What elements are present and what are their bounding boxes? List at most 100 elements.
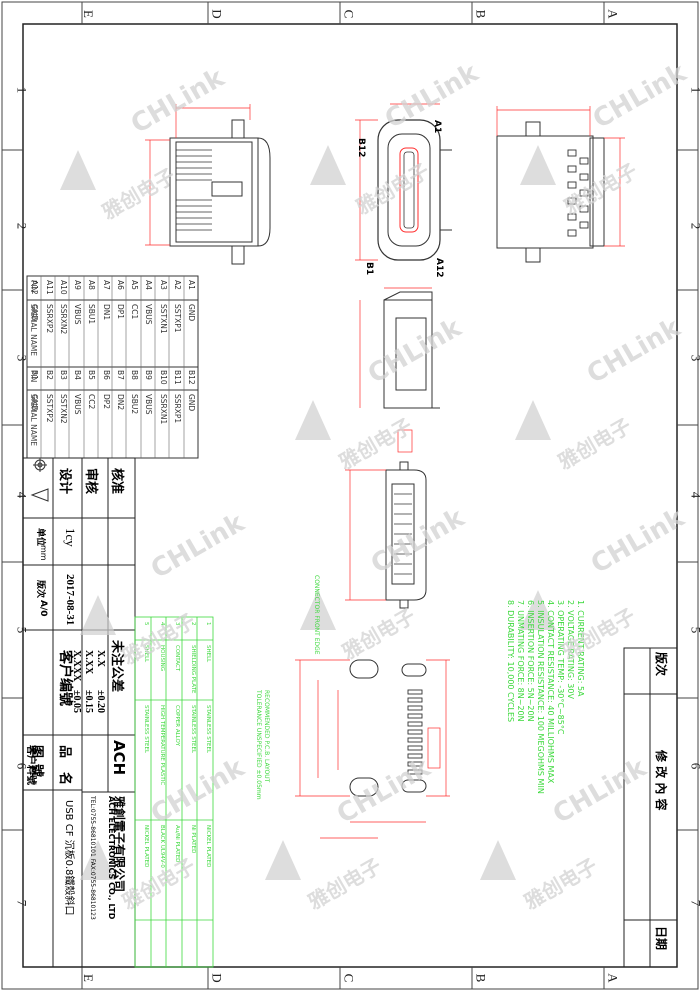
border-number-right: 4 [687, 492, 700, 499]
side-view-top [169, 119, 271, 265]
revision-date-label: 日期 [654, 926, 668, 951]
border-letter-bottom: E [80, 974, 96, 982]
pin-signal: GND [30, 304, 40, 322]
pin-signal: DP2 [101, 394, 111, 410]
tolerance-value: ±0.20 [95, 690, 106, 713]
border-letter-top: C [341, 9, 357, 19]
pin-signal: SSTXN2 [58, 394, 68, 424]
border-letter-top: D [209, 9, 225, 19]
side-view-lower [385, 461, 427, 609]
pin-number: A1 [187, 280, 196, 290]
pin-number: B7 [115, 370, 125, 380]
border-number-right: 2 [687, 223, 700, 230]
pin-number: B8 [130, 370, 139, 380]
note-item: 3. OPERATING TEMP: -30°C~85°C [556, 600, 565, 735]
material-cell: SHELL [205, 645, 211, 663]
watermark-logo-icon [310, 145, 346, 185]
pin-signal: GND [30, 394, 40, 412]
watermark-logo-icon [80, 595, 116, 635]
border-letter-bottom: D [209, 973, 225, 983]
material-cell: 1 [205, 622, 211, 626]
border-letter-bottom: B [473, 973, 489, 983]
pin-signal: SSTXN1 [158, 304, 168, 334]
pin-signal: SBU1 [87, 304, 97, 325]
material-cell: STAINLESS STEEL [205, 705, 211, 754]
approve-label: 核准 [109, 468, 124, 495]
pin-signal: CC1 [130, 304, 139, 320]
designer-value: 1cy [63, 528, 78, 547]
pin-number: B9 [144, 370, 154, 380]
pin-number: A11 [44, 280, 54, 295]
watermark-logo-icon [265, 840, 301, 880]
border-letter-top: B [473, 9, 489, 19]
pin-number: A8 [87, 280, 97, 290]
company-tel: TEL:0755-86810101 FAX:0755-86810123 [89, 796, 96, 920]
pin-number: A9 [73, 280, 82, 290]
company-name-en: ACH ELECTRONICS CO., LTD [107, 796, 116, 920]
company-logo: ACH [110, 740, 128, 776]
pin-signal: SSRXN2 [58, 304, 68, 335]
border-number-right: 7 [687, 900, 700, 907]
material-cell: COPPER ALLOY [174, 705, 180, 746]
watermark-logo-icon [520, 590, 556, 630]
material-cell: STAINLESS STEEL [189, 705, 196, 754]
projection-symbol-icon [30, 458, 49, 502]
watermark-group [60, 145, 556, 880]
pin-number: B6 [101, 370, 111, 380]
pin-number: A6 [115, 280, 125, 290]
border-number-right: 3 [687, 355, 700, 362]
product-name-value: USB CF 沉板0.8鐵殼斜口 [63, 800, 74, 916]
border-letter-top: E [80, 10, 96, 18]
pcb-tolerance-label: TOLERANCE UNSPECIFIED ±0.05mm [255, 690, 262, 800]
label-a12: A12 [434, 258, 444, 278]
customer-material-no: 客户料號 [25, 745, 36, 785]
watermark-logo-icon [80, 840, 116, 880]
review-label: 审核 [83, 468, 98, 495]
note-item: 5. INSULATION RESISTANCE: 100 MEGOHMS MI… [536, 600, 545, 794]
top-view [496, 121, 605, 263]
pin-number: B10 [158, 370, 168, 385]
note-item: 8. DURABILITY: 10,000 CYCLES [506, 600, 515, 723]
watermark-logo-icon [480, 840, 516, 880]
pin-number: B3 [58, 370, 68, 380]
pin-number: B1 [30, 370, 40, 380]
border-number-right: 6 [687, 763, 700, 770]
border-number-left: 2 [14, 222, 30, 230]
pin-signal: GND [187, 394, 196, 412]
pin-signal: SBU2 [130, 394, 139, 415]
border-number-left: 7 [14, 899, 30, 907]
pin-signal: DP1 [115, 304, 125, 320]
pin-number: A5 [130, 280, 139, 290]
pin-signal: DN1 [101, 304, 111, 321]
version-value: A/0 [38, 600, 48, 617]
pin-signal: SSRXP1 [172, 394, 182, 424]
pin-number: B12 [187, 370, 196, 385]
pin-signal: CC2 [87, 394, 97, 410]
material-cell: HIGH TEMPERATURE PLASTIC [158, 705, 165, 786]
pin-signal: SSTXP1 [172, 304, 182, 333]
revision-block-grid [623, 647, 678, 968]
watermark-logo-icon [520, 145, 556, 185]
product-name-label: 品名 [57, 745, 72, 800]
pin-signal: SSRXP2 [44, 304, 54, 334]
materials-table-grid [134, 616, 214, 968]
pin-number: A12 [30, 280, 40, 295]
label-a1: A1 [432, 120, 442, 134]
pin-signal: DN2 [115, 394, 125, 411]
tolerance-key: X.XX [83, 650, 94, 675]
date-value: 2017-08-31 [64, 574, 76, 626]
title-block-grid [22, 457, 136, 968]
border-number-left: 4 [14, 491, 30, 499]
note-item: 6. INSERTION FORCE: 5N~20N [526, 600, 535, 722]
border-letter-top: A [605, 9, 621, 19]
watermark-logo-icon [515, 400, 551, 440]
label-b1: B1 [364, 262, 374, 276]
tolerance-key: X.X [95, 650, 106, 667]
watermark-logo-icon [60, 150, 96, 190]
unit-value: mm [39, 545, 48, 561]
pin-number: B2 [44, 370, 54, 380]
revision-version-label: 版次 [654, 652, 668, 677]
pin-number: A2 [172, 280, 182, 290]
pin-number: B4 [73, 370, 82, 380]
revision-content-label: 修 改 內 容 [654, 750, 668, 811]
